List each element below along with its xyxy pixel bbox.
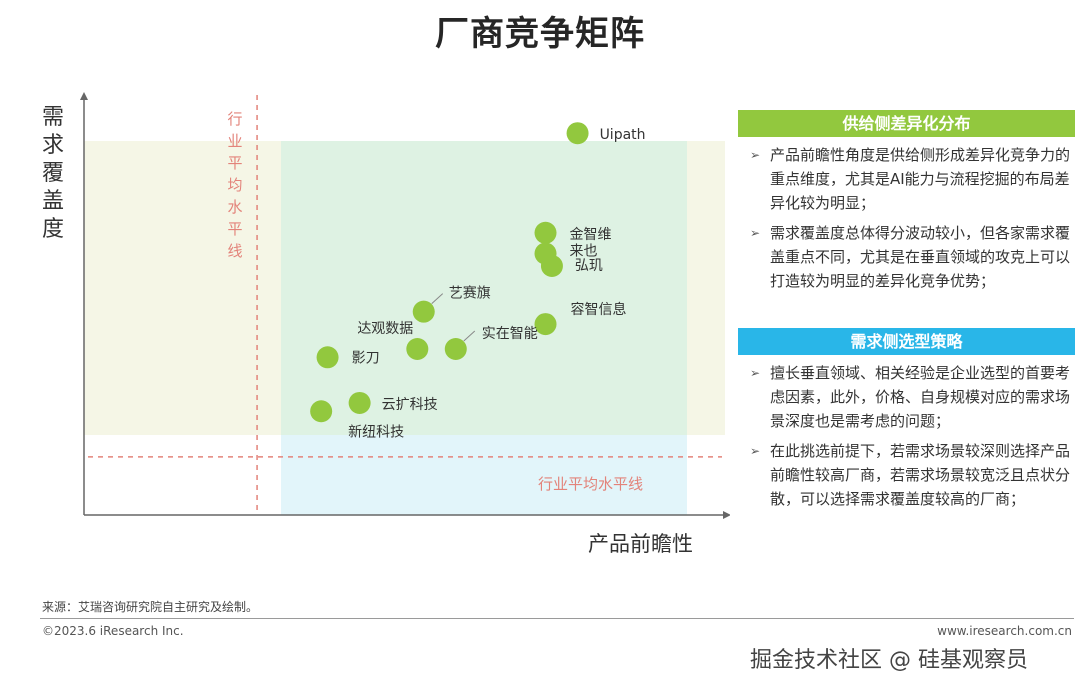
data-point [348,391,371,414]
data-point [534,221,557,244]
bullet-text: 在此挑选前提下，若需求场景较深则选择产品前瞻性较高厂商，若需求场景较宽泛且点状分… [770,442,1071,508]
label-leader-line [431,293,444,305]
watermark: 掘金技术社区 @ 硅基观察员 [750,648,1028,673]
copyright: ©2023.6 iResearch Inc. [42,624,184,638]
data-point-label: 新纽科技 [348,424,404,440]
data-point-label: 金智维 [570,227,612,243]
arrow-icon: ➢ [750,366,761,380]
data-point-label: 云扩科技 [382,397,438,413]
band-upper-right [281,141,687,435]
data-point [444,338,467,360]
band-lower-right [281,435,687,515]
data-point [310,400,333,423]
x-axis-arrow-icon [723,511,730,519]
data-point-label: 来也 [570,244,598,260]
y-axis-arrow-icon [80,92,88,100]
page-title: 厂商竞争矩阵 [435,14,645,54]
data-point [566,122,589,145]
bullet-text: 擅长垂直领域、相关经验是企业选型的首要考虑因素，此外，价格、自身规模对应的需求场… [770,364,1071,430]
data-point [406,338,429,360]
demand-side-heading: 需求侧选型策略 [738,328,1075,355]
data-point [534,313,557,336]
data-point-label: 影刀 [352,350,380,366]
data-point-label: 艺赛旗 [449,286,491,302]
source-note: 来源：艾瑞咨询研究院自主研究及绘制。 [42,600,259,614]
vertical-average-line-label: 行业平均水平线 [227,110,243,260]
demand-side-panel: 需求侧选型策略 ➢ 擅长垂直领域、相关经验是企业选型的首要考虑因素，此外，价格、自… [738,328,1075,511]
bullet-item: ➢ 擅长垂直领域、相关经验是企业选型的首要考虑因素，此外，价格、自身规模对应的需求… [738,361,1075,433]
horizontal-average-line-label: 行业平均水平线 [538,475,644,493]
bullet-text: 产品前瞻性角度是供给侧形成差异化竞争力的重点维度，尤其是AI能力与流程挖掘的布局… [770,146,1071,212]
data-point [412,300,435,323]
arrow-icon: ➢ [750,148,761,162]
footer-divider [40,618,1074,619]
label-leader-line [463,330,476,342]
x-axis-label: 产品前瞻性 [588,532,693,556]
bullet-item: ➢ 产品前瞻性角度是供给侧形成差异化竞争力的重点维度，尤其是AI能力与流程挖掘的布… [738,143,1075,215]
bullet-item: ➢ 在此挑选前提下，若需求场景较深则选择产品前瞻性较高厂商，若需求场景较宽泛且点状… [738,439,1075,511]
supply-side-heading: 供给侧差异化分布 [738,110,1075,137]
website-link[interactable]: www.iresearch.com.cn [937,624,1072,638]
data-point-label: 实在智能 [482,326,538,342]
demand-side-bullets: ➢ 擅长垂直领域、相关经验是企业选型的首要考虑因素，此外，价格、自身规模对应的需求… [738,361,1075,511]
bullet-text: 需求覆盖度总体得分波动较小，但各家需求覆盖重点不同，尤其是在垂直领域的攻克上可以… [770,224,1071,290]
arrow-icon: ➢ [750,226,761,240]
supply-side-panel: 供给侧差异化分布 ➢ 产品前瞻性角度是供给侧形成差异化竞争力的重点维度，尤其是AI… [738,110,1075,293]
data-point-label: 达观数据 [357,321,413,337]
arrow-icon: ➢ [750,444,761,458]
data-point-label: 弘玑 [575,258,603,274]
supply-side-bullets: ➢ 产品前瞻性角度是供给侧形成差异化竞争力的重点维度，尤其是AI能力与流程挖掘的布… [738,143,1075,293]
bullet-item: ➢ 需求覆盖度总体得分波动较小，但各家需求覆盖重点不同，尤其是在垂直领域的攻克上可… [738,221,1075,293]
y-axis-label: 需求覆盖度 [41,105,64,242]
data-point [316,346,339,369]
data-point [540,255,563,277]
data-point-label: 容智信息 [571,301,627,318]
data-point-label: Uipath [600,127,646,143]
